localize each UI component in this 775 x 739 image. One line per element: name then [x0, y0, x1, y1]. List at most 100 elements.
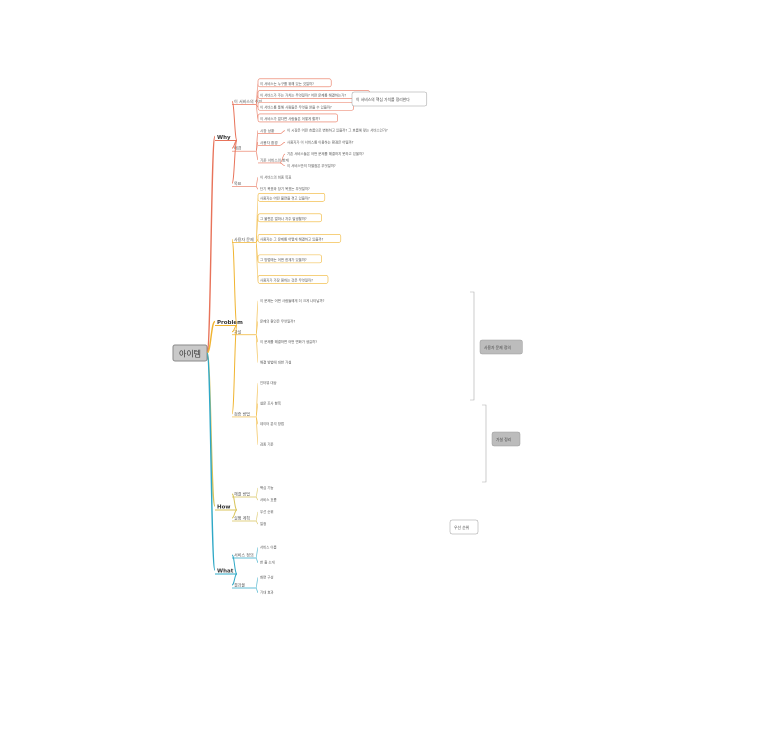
- note-label: 사용자 문제 정의: [484, 345, 511, 350]
- note-box: [449, 519, 479, 535]
- leaf-label: 핵심 기능: [260, 485, 274, 490]
- leaf-connector: [255, 496, 259, 501]
- leaf-connector: [279, 162, 286, 167]
- branch-connector: [206, 320, 216, 354]
- branch-connector: [206, 352, 216, 571]
- leaf-label: 그 방법에는 어떤 한계가 있을까?: [260, 257, 307, 262]
- leaf-connector: [255, 321, 259, 336]
- group-label: 시장 상황: [260, 128, 275, 133]
- leaf-box: [257, 113, 338, 123]
- sub-connector: [231, 325, 238, 415]
- leaf-label: 이 서비스를 통해 사람들은 무엇을 얻을 수 있을까?: [260, 104, 332, 109]
- sub-connector: [231, 140, 238, 184]
- sub-connector: [231, 238, 238, 326]
- leaf-connector: [255, 487, 259, 498]
- subtopic-label: 배경: [234, 145, 242, 151]
- note-box: [491, 431, 521, 447]
- note-label: 우선 순위: [454, 525, 469, 530]
- leaf-box: [257, 78, 332, 88]
- leaf-label: 그 불편은 얼마나 자주 발생할까?: [260, 216, 307, 221]
- leaf-label: 사용자가 가장 원하는 것은 무엇일까?: [260, 277, 313, 282]
- leaf-connector: [255, 557, 259, 563]
- sub-connector: [231, 325, 238, 333]
- branch-connector: [206, 135, 216, 354]
- leaf-label: 사용자는 그 문제를 어떻게 해결하고 있을까?: [260, 236, 324, 241]
- note-label: 이 서비스의 핵심 가치를 정리한다: [356, 97, 410, 102]
- branch-label-problem: Problem: [217, 320, 243, 326]
- group-connector: [255, 150, 259, 161]
- leaf-label: 기존 서비스들은 어떤 문제를 해결하지 못하고 있을까?: [287, 151, 364, 156]
- subtopic-label: 실행 계획: [234, 515, 250, 521]
- leaf-box: [257, 234, 342, 243]
- branch-label-why: Why: [217, 135, 231, 141]
- leaf-label: 문제의 원인은 무엇일까?: [260, 319, 295, 324]
- leaf-label: 서비스 흐름: [260, 497, 277, 502]
- subtopic-label: 해결 방법: [234, 491, 250, 497]
- sub-connector: [231, 100, 238, 141]
- leaf-connector: [255, 577, 259, 589]
- note-box: [351, 91, 428, 107]
- subtopic-label: 가설: [234, 328, 242, 334]
- note-box: [479, 339, 523, 355]
- leaf-label: 검증 기준: [260, 442, 274, 447]
- leaf-label: 이 서비스만의 차별점은 무엇일까?: [287, 163, 336, 168]
- leaf-label: 이 서비스가 주는 가치는 무엇일까? 어떤 문제를 해결하는가?: [260, 93, 346, 98]
- mindmap: 아이템 Why 이 서비스의 취지 이 서비스는 누구를 위해 있는 것일까? 이 서비…: [172, 78, 523, 595]
- sub-connector: [231, 554, 238, 575]
- leaf-label: 이 문제를 해결하면 어떤 변화가 생길까?: [260, 339, 317, 344]
- leaf-connector: [255, 520, 259, 525]
- leaf-connector: [255, 177, 259, 187]
- leaf-label: 기대 효과: [260, 590, 274, 595]
- leaf-connector: [255, 186, 259, 190]
- leaf-box: [257, 213, 322, 223]
- leaf-label: 설문 조사 항목: [260, 401, 281, 406]
- leaf-box: [257, 275, 329, 284]
- root-label: 아이템: [179, 349, 201, 359]
- subtopic-label: 서비스 정의: [234, 552, 254, 558]
- note-bracket: [482, 404, 487, 483]
- leaf-label: 우선 순위: [260, 509, 274, 514]
- leaf-label: 이 문제는 어떤 사람들에게 더 크게 나타날까?: [260, 298, 325, 303]
- leaf-connector: [255, 416, 259, 446]
- leaf-connector: [255, 403, 259, 418]
- group-label: 사용자 환경: [260, 140, 278, 145]
- leaf-connector: [279, 130, 286, 134]
- leaf-connector: [255, 511, 259, 522]
- leaf-box: [257, 192, 326, 202]
- leaf-label: 해결 방법에 대한 가설: [260, 360, 291, 365]
- leaf-connector: [279, 153, 286, 164]
- branch-label-how: How: [217, 505, 230, 511]
- branch-label-what: What: [217, 569, 234, 575]
- subtopic-label: 사용자 문제: [234, 236, 254, 242]
- note-bracket: [470, 291, 475, 401]
- sub-connector: [231, 509, 238, 519]
- group-label: 기존 서비스의 한계: [260, 157, 289, 162]
- leaf-box: [257, 254, 322, 264]
- leaf-label: 이 서비스의 최종 목표: [260, 174, 291, 179]
- sub-connector: [231, 493, 238, 511]
- leaf-label: 인터뷰 대상: [260, 380, 277, 385]
- leaf-label: 단기 목표와 장기 목표는 무엇일까?: [260, 186, 310, 191]
- leaf-label: 사용자가 이 서비스를 이용하는 환경은 어떨까?: [287, 139, 354, 144]
- leaf-label: 화면 구성: [260, 575, 274, 580]
- subtopic-label: 이 서비스의 취지: [234, 98, 263, 104]
- leaf-connector: [279, 142, 286, 146]
- leaf-connector: [255, 587, 259, 593]
- leaf-connector: [255, 547, 259, 559]
- leaf-label: 이 시장은 어떤 흐름으로 변화하고 있을까? 그 흐름에 맞는 서비스인가?: [287, 128, 388, 133]
- leaf-connector: [255, 334, 259, 363]
- leaf-label: 데이터 분석 방법: [260, 421, 284, 426]
- leaf-label: 이 서비스가 없다면 사람들은 어떻게 할까?: [260, 116, 320, 121]
- leaf-box: [257, 101, 354, 111]
- leaf-label: 사용자는 어떤 불편을 겪고 있을까?: [260, 195, 310, 200]
- leaf-label: 일정: [260, 521, 266, 526]
- subtopic-label: 검증 방법: [234, 410, 250, 416]
- leaf-label: 서비스 이름: [260, 545, 277, 550]
- note-label: 가설 정리: [496, 437, 511, 442]
- subtopic-label: 목표: [234, 181, 242, 186]
- leaf-label: 한 줄 소개: [260, 560, 275, 565]
- sub-connector: [231, 573, 238, 586]
- subtopic-label: 결과물: [234, 582, 245, 588]
- leaf-label: 이 서비스는 누구를 위해 있는 것일까?: [260, 81, 314, 86]
